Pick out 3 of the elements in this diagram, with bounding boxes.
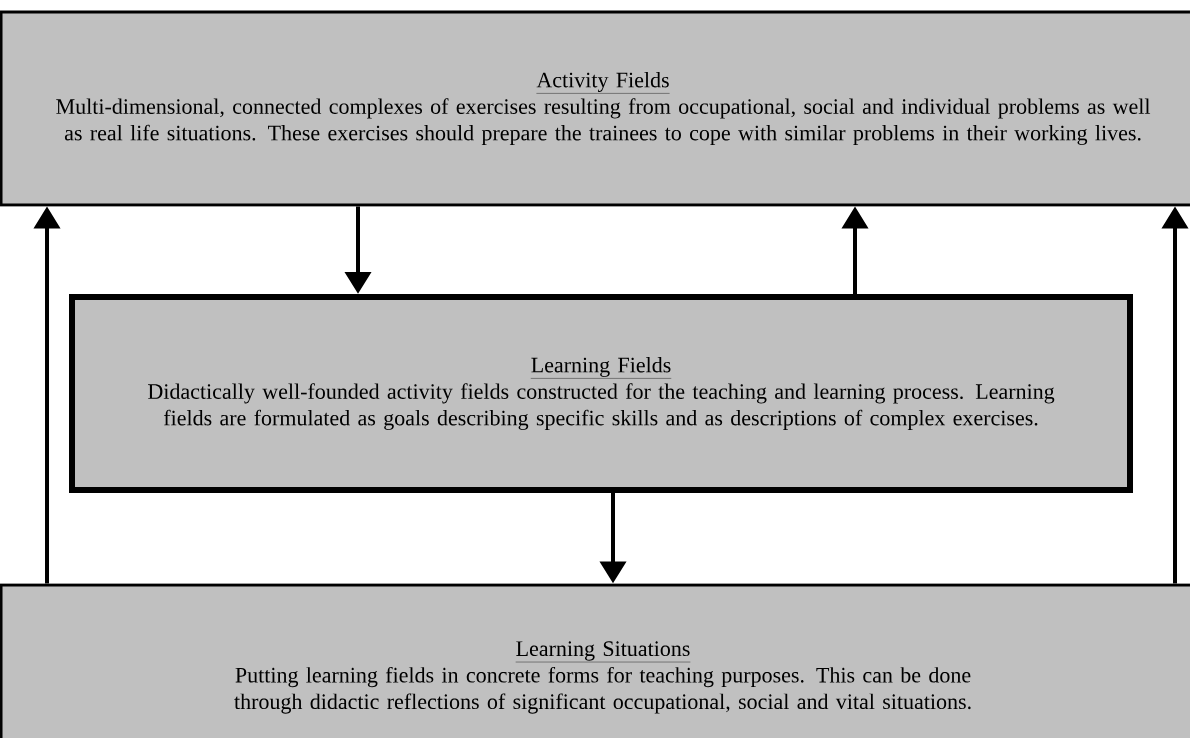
text-box: Learning Fields Didactically well-founded activity fields constructed for the teaching and learning process. Learning fields are formulated as goals describing specific skills and as descriptions of complex exercises.: [69, 294, 1133, 493]
text-box: Activity Fields Multi-dimensional, connected complexes of exercises resulting from occupational, social and individual problems as well as real life situations. These exercises should prepare the trainees to cope with similar problems in their working lives.: [0, 10, 1190, 207]
text-box: Learning Situations Putting learning fields in concrete forms for teaching purposes. This can be done through didactic reflections of significant occupational, social and vital situations.: [0, 583, 1190, 738]
